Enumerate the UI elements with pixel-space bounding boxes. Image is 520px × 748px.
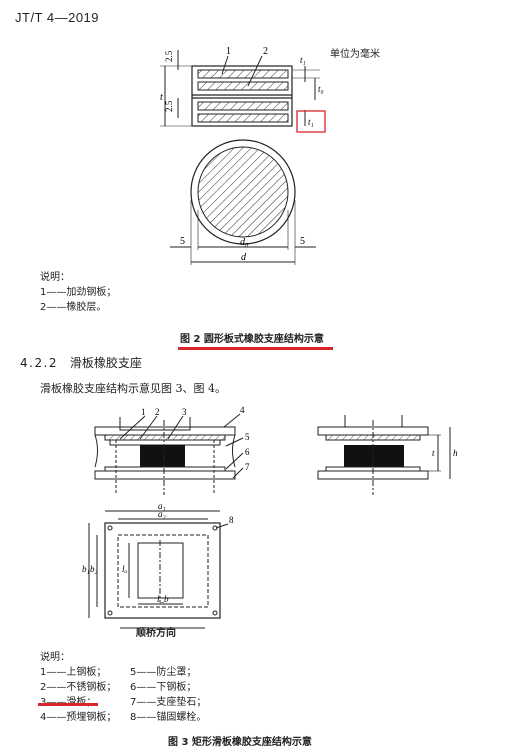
legend-item: 7——支座垫石；	[130, 697, 207, 708]
legend-item: 3——滑板；	[40, 695, 116, 710]
legend-item: 1——上钢板；	[40, 667, 107, 678]
dim-t0: t₀	[318, 84, 324, 94]
figure-2-drawing: 2.5 2.5 t 1 2 t₁ t₀ t₁ 5 5 d₀ d	[160, 46, 326, 265]
callout-1: 1	[141, 407, 146, 417]
dim-b2: b₂	[90, 564, 98, 574]
callout-1: 1	[226, 46, 231, 57]
figure-3-caption: 图 3 矩形滑板橡胶支座结构示意	[168, 737, 312, 748]
legend-title: 说明：	[40, 652, 70, 663]
callout-8: 8	[229, 515, 234, 525]
body-paragraph: 滑板橡胶支座结构示意见图 3、图 4。	[40, 382, 226, 395]
dim-2-5-bottom: 2.5	[164, 100, 174, 112]
dim-t: t	[160, 92, 163, 103]
legend-item: 5——防尘罩；	[130, 667, 197, 678]
red-underline-legend	[38, 703, 98, 706]
dim-d0: d₀	[240, 237, 249, 248]
dim-b1: b₁	[82, 564, 90, 574]
callout-5: 5	[245, 432, 250, 442]
section-title: 滑板橡胶支座	[69, 356, 142, 370]
callout-4: 4	[240, 405, 245, 415]
dim-lb: l_b	[157, 594, 169, 604]
dim-5-left: 5	[180, 236, 185, 247]
callout-6: 6	[245, 447, 250, 457]
figure-3-legend-right: 5——防尘罩； 6——下钢板； 7——支座垫石； 8——锚固螺栓。	[130, 665, 206, 725]
dim-d: d	[241, 252, 247, 263]
callout-2: 2	[155, 407, 160, 417]
section-heading: 4.2.2 滑板橡胶支座	[20, 354, 142, 371]
callout-3: 3	[182, 407, 187, 417]
legend-title: 说明：	[40, 272, 70, 283]
figure-3-legend: 说明：	[40, 650, 70, 665]
legend-item: 8——锚固螺栓。	[130, 712, 207, 723]
legend-item: 2——不锈钢板；	[40, 682, 117, 693]
dim-a1: a₁	[158, 501, 166, 511]
legend-item: 2——橡胶层。	[40, 302, 107, 313]
figure-3-drawing: 1 2 3 4 5 6 7 8 t h a₁ a₂ b₁ b₂ lₐ l_b	[82, 405, 458, 629]
dim-la: lₐ	[122, 564, 128, 574]
legend-item: 6——下钢板；	[130, 682, 197, 693]
figure-2-caption: 图 2 圆形板式橡胶支座结构示意	[180, 334, 324, 345]
dim-t: t	[432, 448, 435, 458]
dim-5-right: 5	[300, 236, 305, 247]
dim-2-5-top: 2.5	[164, 50, 174, 62]
unit-note: 单位为毫米	[330, 49, 380, 60]
dim-t1-top: t₁	[300, 55, 306, 65]
dim-t1-bottom: t₁	[308, 117, 314, 127]
direction-label: 顺桥方向	[136, 628, 176, 639]
red-underline	[178, 347, 333, 350]
callout-7: 7	[245, 462, 250, 472]
callout-2: 2	[263, 46, 268, 57]
figure-3-legend-left: 1——上钢板； 2——不锈钢板； 3——滑板； 4——预埋钢板；	[40, 665, 116, 725]
figure-2-legend: 说明： 1——加劲钢板； 2——橡胶层。	[40, 270, 116, 315]
dim-h: h	[453, 448, 458, 458]
legend-item: 4——预埋钢板；	[40, 712, 117, 723]
legend-item: 1——加劲钢板；	[40, 287, 117, 298]
section-number: 4.2.2	[20, 356, 59, 370]
dim-a2: a₂	[158, 509, 166, 519]
standard-code: JT/T 4—2019	[15, 10, 100, 25]
